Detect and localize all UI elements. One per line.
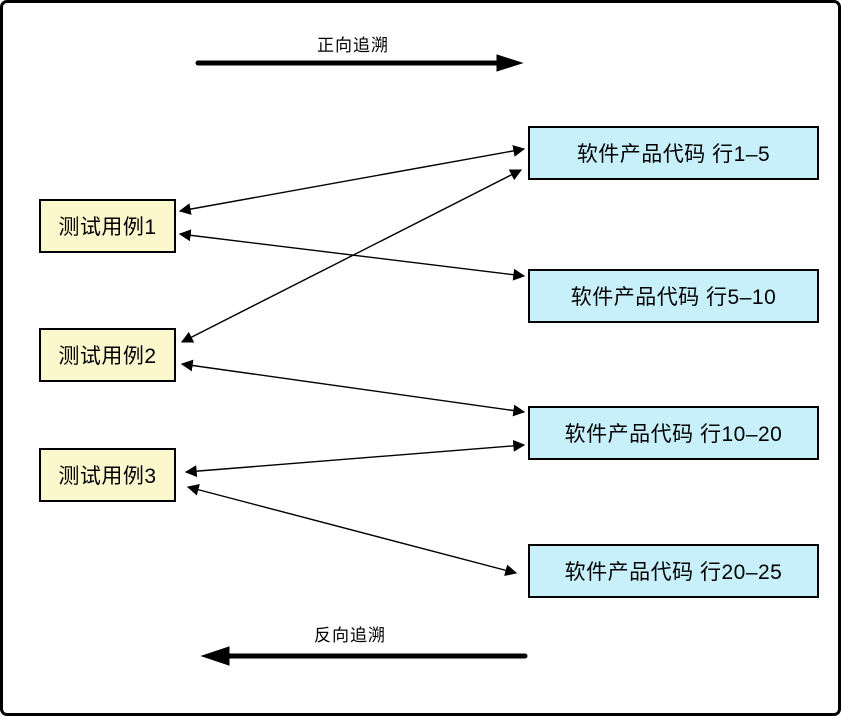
- test-case-1-box: 测试用例1: [39, 199, 176, 253]
- connection-tc3-code4: [186, 483, 518, 577]
- backward-trace-arrow: [200, 646, 528, 666]
- code-block-20-25-label: 软件产品代码 行20–25: [564, 561, 783, 584]
- test-case-1-label: 测试用例1: [58, 216, 157, 239]
- code-block-1-5-label: 软件产品代码 行1–5: [576, 143, 771, 166]
- connection-lines: [178, 145, 526, 577]
- code-block-20-25-box: 软件产品代码 行20–25: [528, 544, 819, 598]
- code-block-10-20-label: 软件产品代码 行10–20: [564, 423, 783, 446]
- test-case-3-label: 测试用例3: [58, 465, 157, 488]
- code-block-5-10-box: 软件产品代码 行5–10: [528, 269, 819, 323]
- forward-trace-label: 正向追溯: [317, 36, 389, 55]
- connection-tc3-code3: [184, 439, 526, 478]
- test-case-2-label: 测试用例2: [58, 345, 157, 368]
- backward-trace-label: 反向追溯: [314, 626, 386, 645]
- connection-tc1-code2: [178, 229, 526, 281]
- connection-tc2-code1: [180, 169, 523, 343]
- forward-trace-arrow: [195, 54, 524, 72]
- connection-tc2-code3: [180, 359, 526, 417]
- test-case-3-box: 测试用例3: [39, 448, 176, 502]
- code-block-10-20-box: 软件产品代码 行10–20: [528, 406, 819, 460]
- code-block-5-10-label: 软件产品代码 行5–10: [570, 286, 777, 309]
- connection-tc1-code1: [178, 145, 526, 215]
- test-case-2-box: 测试用例2: [39, 328, 176, 382]
- code-block-1-5-box: 软件产品代码 行1–5: [528, 126, 819, 180]
